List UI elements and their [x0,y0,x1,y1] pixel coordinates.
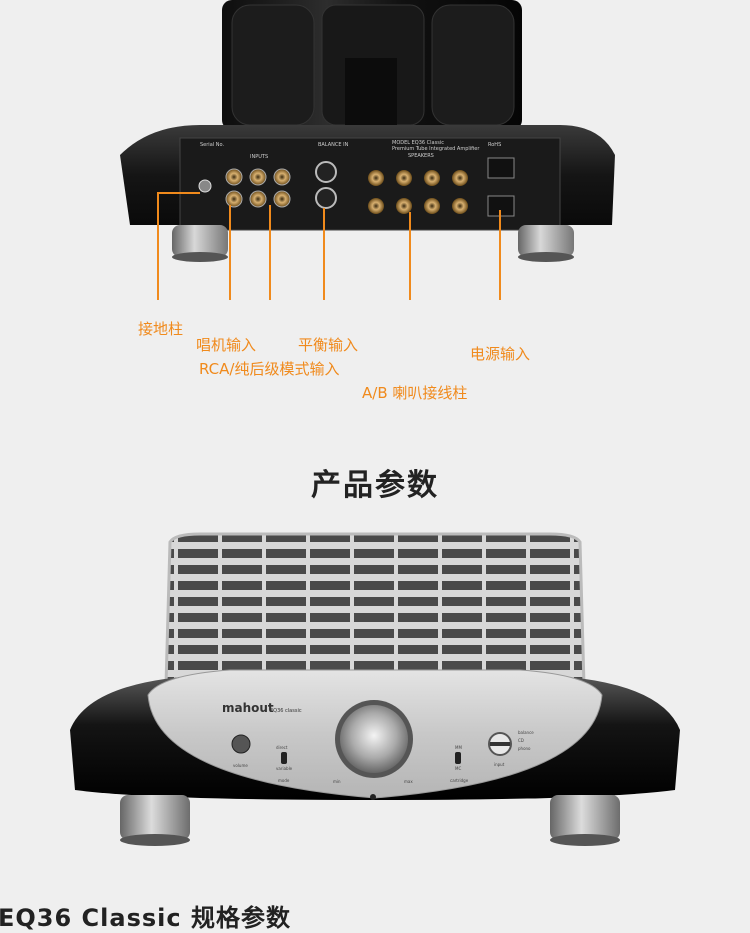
input-2-text: CD [518,738,524,743]
label-rca: RCA/纯后级模式输入 [199,360,340,378]
input-3-text: phono [518,746,531,751]
rear-rohs-text: RoHS [488,142,501,148]
xlr-jacks [315,161,337,209]
input-1-text: balance [518,730,534,735]
label-ground: 接地柱 [138,320,184,338]
spec-title: EQ36 Classic 规格参数 [0,904,291,932]
model-text: EQ36 classic [270,708,302,714]
rear-model-text: MODEL EQ36 Classic [392,140,444,146]
ground-post-icon [198,179,212,193]
left-knob-text: volume [233,763,248,768]
callout-lines [157,192,501,300]
input-label-text: input [494,762,505,767]
mode-bottom-text: variable [276,766,293,771]
cartridge-top-text: MM [455,745,462,750]
volume-max-text: max [404,779,413,784]
section-title: 产品参数 [311,468,439,503]
amplifier-rear-image: Serial No. INPUTS BALANCE IN MODEL EQ36 … [120,0,615,300]
cartridge-label-text: cartridge [450,778,469,783]
speaker-terminals [368,170,468,214]
cartridge-bottom-text: MC [455,766,461,771]
label-phono: 唱机输入 [196,336,257,354]
volume-min-text: min [333,779,341,784]
rear-balance-text: BALANCE IN [318,142,349,148]
left-knob[interactable] [231,734,251,754]
mode-toggle[interactable] [281,752,287,764]
label-speaker: A/B 喇叭接线柱 [362,384,468,402]
power-led-icon [370,794,376,800]
amplifier-front-image: mahout EQ36 classic min max volume direc… [70,532,680,846]
rca-jacks [225,168,291,208]
rear-serial-text: Serial No. [200,142,224,148]
rear-speakers-text: SPEAKERS [408,153,434,159]
rear-sub-text: Premium Tube Integrated Amplifier [392,146,480,152]
brand-logo: mahout [222,701,274,715]
cartridge-toggle[interactable] [455,752,461,764]
mode-label-text: mode [278,778,290,783]
label-balanced: 平衡输入 [298,336,359,354]
power-switch-icon [487,157,515,179]
rear-inputs-text: INPUTS [250,154,268,160]
mode-top-text: direct [276,745,288,750]
label-power: 电源输入 [470,345,531,363]
volume-knob[interactable] [340,705,408,773]
